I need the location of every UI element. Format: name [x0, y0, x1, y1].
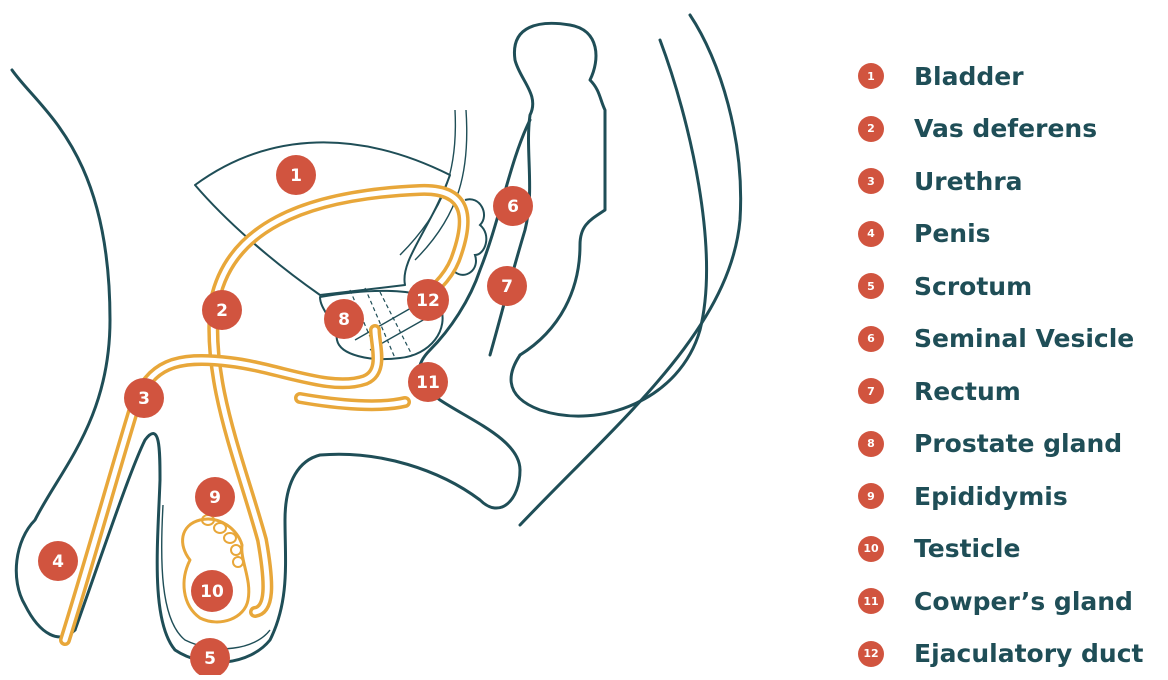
epididymis-coil-3 — [224, 533, 236, 543]
marker-ejaculatory-duct: 12 — [407, 279, 449, 321]
marker-urethra: 3 — [124, 378, 164, 418]
legend-item-seminal-vesicle: 6 Seminal Vesicle — [858, 313, 1163, 366]
legend-badge: 9 — [858, 483, 884, 509]
marker-seminal-vesicle-text: 6 — [507, 197, 519, 217]
legend-label: Ejaculatory duct — [914, 639, 1144, 668]
legend-label: Vas deferens — [914, 114, 1097, 143]
marker-testicle: 10 — [191, 570, 233, 612]
marker-bladder-text: 1 — [290, 166, 302, 186]
marker-scrotum: 5 — [190, 638, 230, 675]
legend-badge: 5 — [858, 273, 884, 299]
legend-item-urethra: 3 Urethra — [858, 155, 1163, 208]
marker-penis-text: 4 — [52, 552, 64, 572]
marker-prostate-text: 8 — [338, 310, 350, 330]
marker-rectum: 7 — [487, 266, 527, 306]
legend: 1 Bladder 2 Vas deferens 3 Urethra 4 Penis 5… — [858, 50, 1163, 680]
marker-cowpers-gland: 11 — [408, 362, 448, 402]
marker-urethra-text: 3 — [138, 389, 150, 409]
legend-item-rectum: 7 Rectum — [858, 365, 1163, 418]
epididymis-coil-5 — [233, 557, 243, 567]
legend-label: Penis — [914, 219, 991, 248]
legend-item-cowpers-gland: 11 Cowper’s gland — [858, 575, 1163, 628]
legend-item-epididymis: 9 Epididymis — [858, 470, 1163, 523]
legend-label: Rectum — [914, 377, 1021, 406]
legend-item-penis: 4 Penis — [858, 208, 1163, 261]
marker-scrotum-text: 5 — [204, 649, 216, 669]
legend-label: Prostate gland — [914, 429, 1122, 458]
legend-item-ejaculatory-duct: 12 Ejaculatory duct — [858, 628, 1163, 680]
marker-testicle-text: 10 — [200, 582, 224, 602]
legend-badge: 11 — [858, 588, 884, 614]
ureter-left — [400, 110, 455, 255]
legend-item-prostate-gland: 8 Prostate gland — [858, 418, 1163, 471]
epididymis-coil-4 — [231, 545, 241, 555]
legend-badge: 10 — [858, 536, 884, 562]
legend-label: Epididymis — [914, 482, 1068, 511]
legend-item-scrotum: 5 Scrotum — [858, 260, 1163, 313]
legend-label: Seminal Vesicle — [914, 324, 1134, 353]
legend-badge: 1 — [858, 63, 884, 89]
legend-badge: 3 — [858, 168, 884, 194]
legend-badge: 2 — [858, 116, 884, 142]
legend-badge: 12 — [858, 641, 884, 667]
legend-badge: 4 — [858, 221, 884, 247]
legend-label: Cowper’s gland — [914, 587, 1133, 616]
marker-penis: 4 — [38, 541, 78, 581]
anatomy-svg: 1 2 3 4 5 6 7 8 9 10 11 12 — [0, 0, 830, 675]
legend-item-testicle: 10 Testicle — [858, 523, 1163, 576]
marker-prostate: 8 — [324, 299, 364, 339]
legend-label: Bladder — [914, 62, 1024, 91]
marker-epididymis-text: 9 — [209, 488, 221, 508]
marker-vas-deferens: 2 — [202, 290, 242, 330]
anatomy-diagram: 1 2 3 4 5 6 7 8 9 10 11 12 — [0, 0, 830, 675]
marker-epididymis: 9 — [195, 477, 235, 517]
legend-label: Scrotum — [914, 272, 1032, 301]
penis-scrotum-outline — [75, 434, 520, 663]
marker-cowpers-gland-text: 11 — [416, 373, 440, 393]
legend-item-vas-deferens: 2 Vas deferens — [858, 103, 1163, 156]
epididymis-coil-2 — [214, 523, 226, 533]
marker-ejaculatory-duct-text: 12 — [416, 291, 440, 311]
marker-rectum-text: 7 — [501, 277, 513, 297]
legend-label: Testicle — [914, 534, 1020, 563]
legend-badge: 7 — [858, 378, 884, 404]
legend-label: Urethra — [914, 167, 1023, 196]
marker-vas-deferens-text: 2 — [216, 301, 228, 321]
legend-item-bladder: 1 Bladder — [858, 50, 1163, 103]
legend-badge: 6 — [858, 326, 884, 352]
marker-seminal-vesicle: 6 — [493, 186, 533, 226]
marker-bladder: 1 — [276, 155, 316, 195]
bladder-outline — [195, 142, 450, 295]
legend-badge: 8 — [858, 431, 884, 457]
